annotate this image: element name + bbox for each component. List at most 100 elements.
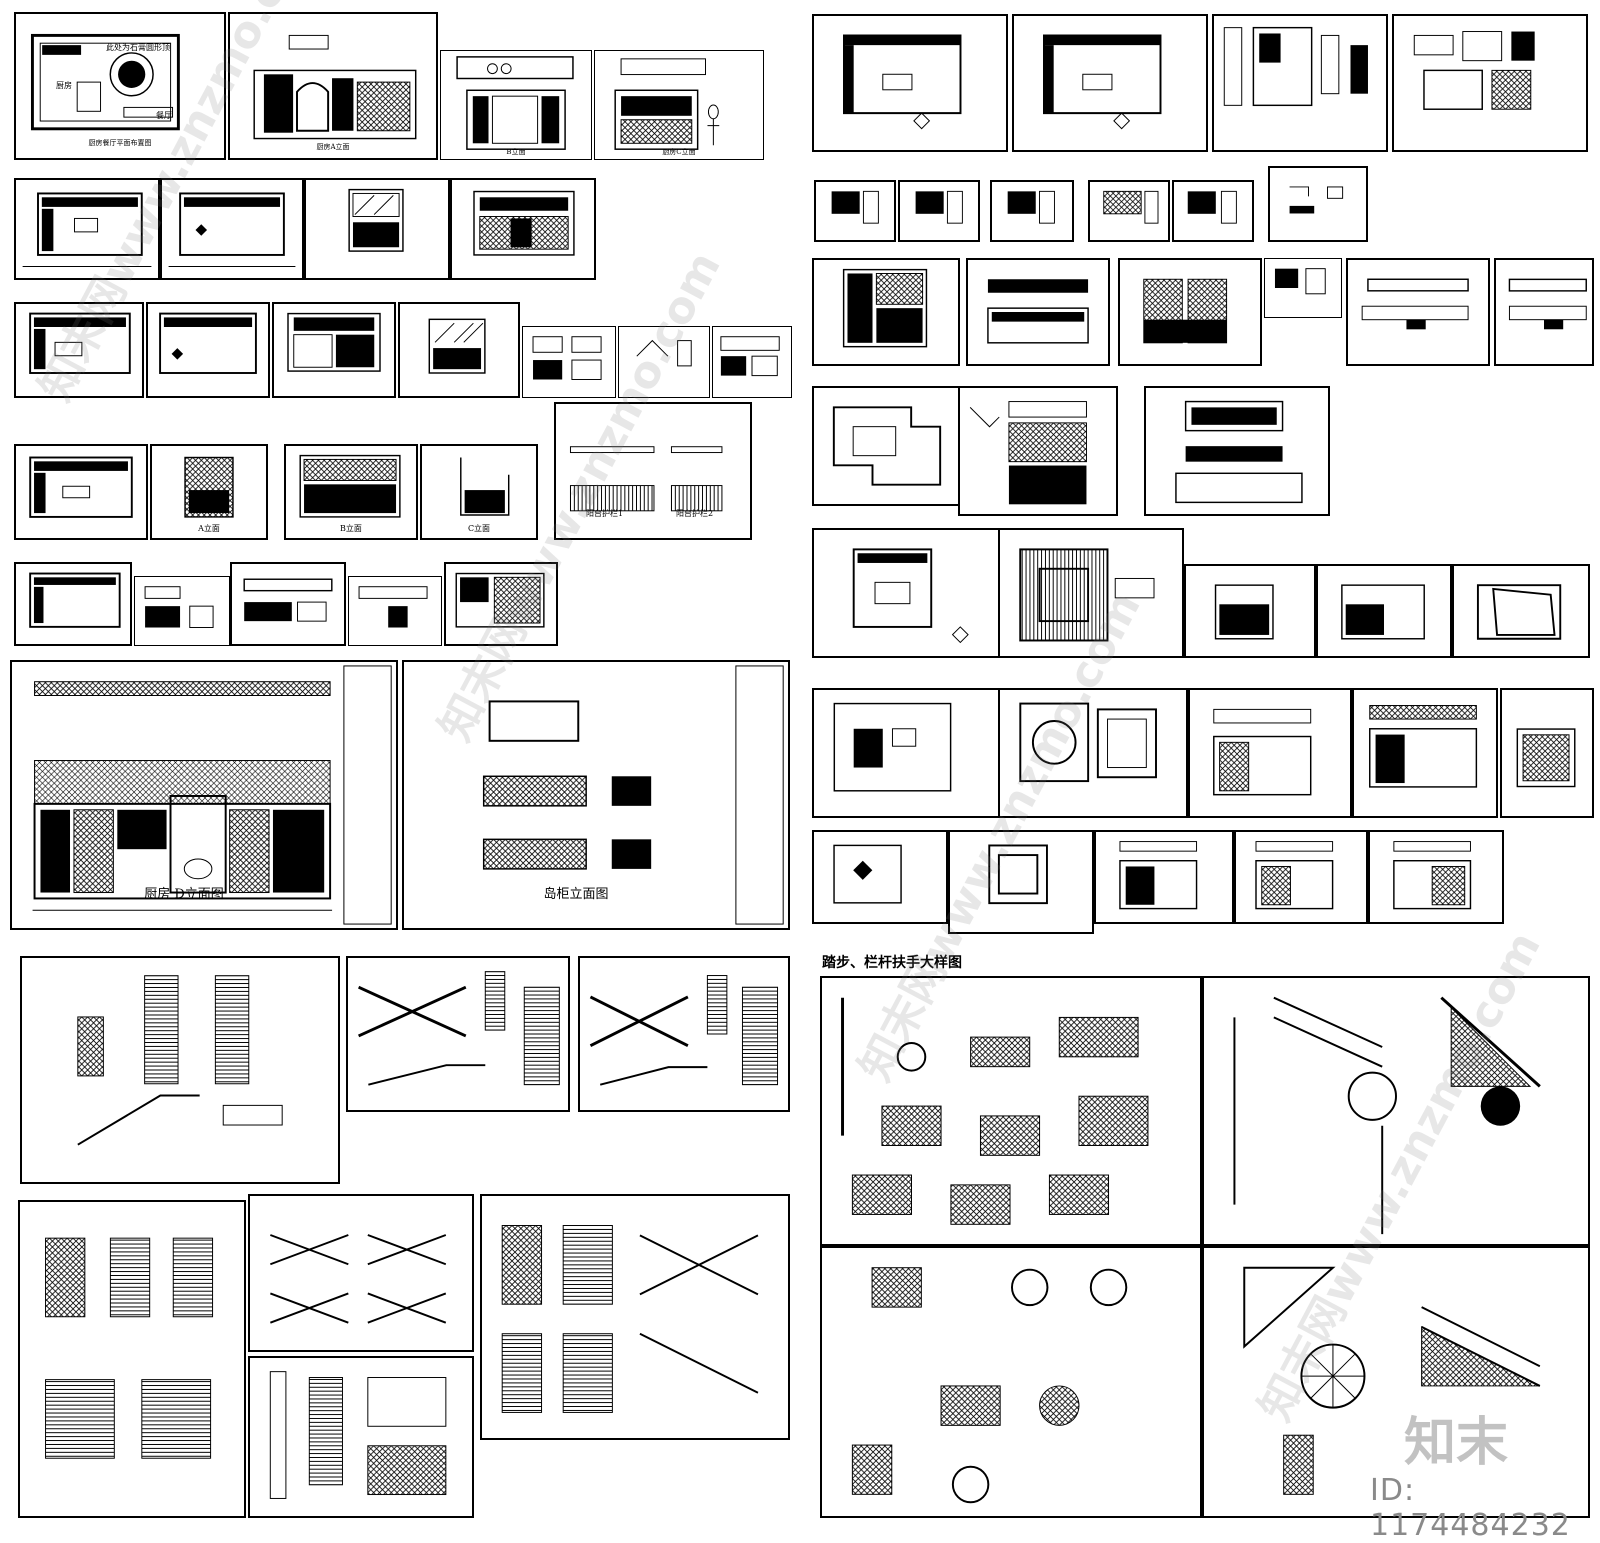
- r4c-drawing: [1175, 400, 1303, 504]
- sheet-row5-d[interactable]: [348, 576, 442, 646]
- sheet-row2-b[interactable]: [160, 178, 304, 280]
- sheet-r2-c[interactable]: [990, 180, 1074, 242]
- sheet-row3-g[interactable]: [712, 326, 792, 398]
- sheet-escalator-bottom-d[interactable]: [480, 1194, 790, 1440]
- row4d-drawing: [460, 457, 510, 516]
- sheet-row4-d[interactable]: C立面: [420, 444, 538, 540]
- r4b-drawing: [969, 401, 1087, 505]
- sheet-r7-c[interactable]: [1094, 830, 1234, 924]
- sheet-r2-a[interactable]: [814, 180, 896, 242]
- sheet-stair-detail-3[interactable]: [820, 1246, 1202, 1518]
- plan-drawing: [30, 33, 180, 131]
- sheet-row5-b[interactable]: [134, 576, 230, 646]
- row3d-drawing: [428, 318, 486, 374]
- r3a-drawing: [842, 268, 928, 348]
- row2b-drawing: [168, 192, 296, 267]
- sheet-r5-d[interactable]: [1316, 564, 1452, 658]
- r7b-drawing: [988, 844, 1048, 905]
- sheet-row4-b[interactable]: A立面: [150, 444, 268, 540]
- sheet-r2-b[interactable]: [898, 180, 980, 242]
- sheet-row4-c[interactable]: B立面: [284, 444, 418, 540]
- row5a-drawing: [29, 572, 121, 628]
- sheet-r3-c[interactable]: [1118, 258, 1262, 366]
- sheet-row3-f[interactable]: [618, 326, 710, 398]
- sheet-r2-d[interactable]: [1088, 180, 1170, 242]
- sheet-row4-a[interactable]: [14, 444, 148, 540]
- sheet-r7-e[interactable]: [1368, 830, 1504, 924]
- row5e-drawing: [455, 572, 545, 628]
- row3f-drawing: [636, 339, 692, 367]
- sheet-r6-a[interactable]: [812, 688, 1002, 818]
- sheet-r3-e[interactable]: [1346, 258, 1490, 366]
- sheet-r3-d[interactable]: [1264, 258, 1342, 318]
- sheet-r3-b[interactable]: [966, 258, 1110, 366]
- sheet-row3-b[interactable]: [146, 302, 270, 398]
- sheet-row3-a[interactable]: [14, 302, 144, 398]
- sheet-escalator-bottom-b[interactable]: [248, 1194, 474, 1352]
- sheet-r6-c[interactable]: [1188, 688, 1352, 818]
- r5e-drawing: [1476, 584, 1562, 640]
- sheet-escalator-plans[interactable]: [20, 956, 340, 1184]
- sheet-r5-c[interactable]: [1184, 564, 1316, 658]
- sheet-r5-e[interactable]: [1452, 564, 1590, 658]
- escalator-section2-drawing: [589, 975, 779, 1086]
- r6b-drawing: [1019, 702, 1157, 783]
- sheet-r2-f[interactable]: [1268, 166, 1368, 242]
- sheet-kitchen-elev-a[interactable]: 厨房A立面: [228, 12, 438, 160]
- sheet-stair-detail-2[interactable]: [1202, 976, 1590, 1246]
- image-id-label: ID: 1174484232: [1370, 1473, 1571, 1543]
- r7a-drawing: [833, 844, 902, 904]
- sheet-r3-a[interactable]: [812, 258, 960, 366]
- sheet-row3-d[interactable]: [398, 302, 520, 398]
- sheet-r2-e[interactable]: [1172, 180, 1254, 242]
- sheet-r7-a[interactable]: [812, 830, 948, 924]
- sheet-r5-b[interactable]: [998, 528, 1184, 658]
- row3b-drawing: [159, 312, 257, 374]
- sheet-row3-c[interactable]: [272, 302, 396, 398]
- sheet-stair-detail-4[interactable]: [1202, 1246, 1590, 1518]
- sheet-row5-a[interactable]: [14, 562, 132, 646]
- sheet-r4-a[interactable]: [812, 386, 962, 506]
- sheet-r3-f[interactable]: [1494, 258, 1594, 366]
- sheet-r1-b[interactable]: [1012, 14, 1208, 152]
- r2f-drawing: [1289, 186, 1344, 214]
- sheet-r1-d[interactable]: [1392, 14, 1588, 152]
- sheet-row3-e[interactable]: [522, 326, 616, 398]
- escalator-bottom-c-drawing: [269, 1371, 447, 1499]
- sheet-island-elevation[interactable]: 岛柜立面图: [402, 660, 790, 930]
- sheet-r1-a[interactable]: [812, 14, 1008, 152]
- island-drawing: [482, 665, 784, 925]
- sheet-r1-c[interactable]: [1212, 14, 1388, 152]
- sheet-r6-e[interactable]: [1500, 688, 1594, 818]
- sheet-escalator-sections-1[interactable]: [346, 956, 570, 1112]
- sheet-escalator-bottom-c[interactable]: [248, 1356, 474, 1518]
- sheet-kitchen-elev-b[interactable]: B立面: [440, 50, 592, 160]
- sheet-escalator-sections-2[interactable]: [578, 956, 790, 1112]
- sheet-r6-b[interactable]: [998, 688, 1188, 818]
- sheet-row5-e[interactable]: [444, 562, 558, 646]
- sheet-kitchen-elev-c[interactable]: 厨房C立面: [594, 50, 764, 160]
- r7e-drawing: [1393, 841, 1472, 910]
- sheet-row2-d[interactable]: [450, 178, 596, 280]
- sheet-r6-d[interactable]: [1352, 688, 1498, 818]
- r2c-drawing: [1007, 190, 1055, 224]
- sheet-r4-b[interactable]: [958, 386, 1118, 516]
- sheet-r5-a[interactable]: [812, 528, 1002, 658]
- elev-b-title: B立面: [506, 148, 526, 156]
- row3e-drawing: [532, 336, 602, 380]
- sheet-balcony-rail[interactable]: 阳台护栏1 阳台护栏2: [554, 402, 752, 540]
- sheet-r4-c[interactable]: [1144, 386, 1330, 516]
- plan-title: 厨房餐厅平面布置图: [88, 139, 152, 147]
- sheet-escalator-bottom-a[interactable]: [18, 1200, 246, 1518]
- c-elev-label: C立面: [467, 524, 491, 533]
- sheet-r7-b[interactable]: [948, 830, 1094, 934]
- sheet-row5-c[interactable]: [230, 562, 346, 646]
- sheet-kitchen-plan[interactable]: 此处为石膏圆形顶 厨房 餐厅 厨房餐厅平面布置图: [14, 12, 226, 160]
- sheet-row2-a[interactable]: [14, 178, 160, 280]
- sheet-r7-d[interactable]: [1234, 830, 1368, 924]
- row2a-drawing: [22, 192, 152, 267]
- sheet-row2-c[interactable]: [304, 178, 450, 280]
- escalator-plan-drawing: [77, 975, 283, 1146]
- sheet-stair-detail-1[interactable]: [820, 976, 1202, 1246]
- sheet-kitchen-d-elevation[interactable]: 厨房 D立面图: [10, 660, 398, 930]
